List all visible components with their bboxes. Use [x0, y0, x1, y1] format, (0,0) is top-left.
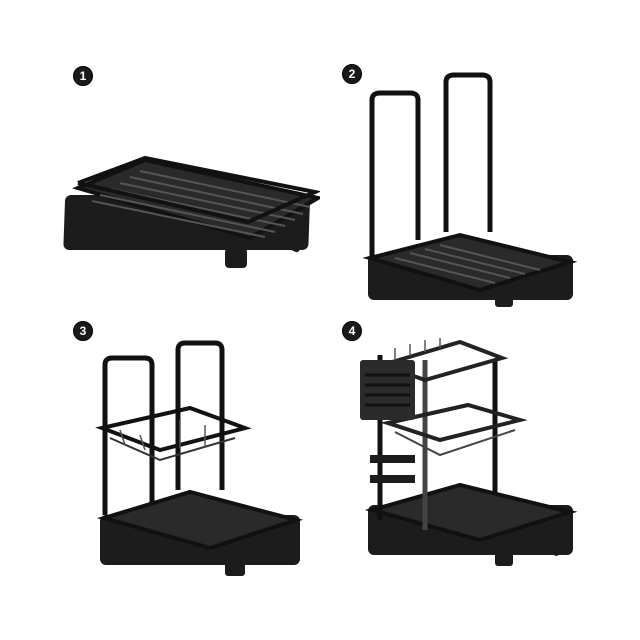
step-3-panel: 3: [0, 320, 320, 640]
step-1-panel: 1: [0, 0, 320, 320]
fully-assembled-rack-illustration: [360, 338, 578, 566]
step-number-badge: 2: [342, 64, 362, 84]
step-number-badge: 4: [342, 321, 362, 341]
step-number-badge: 3: [73, 321, 93, 341]
step-4-panel: 4: [320, 320, 640, 640]
rack-with-basket-illustration: [95, 340, 304, 576]
rack-with-uprights-illustration: [362, 72, 578, 307]
step-number-badge: 1: [73, 66, 93, 86]
rack-base-tray-illustration: [63, 155, 320, 268]
step-2-panel: 2: [320, 0, 640, 320]
